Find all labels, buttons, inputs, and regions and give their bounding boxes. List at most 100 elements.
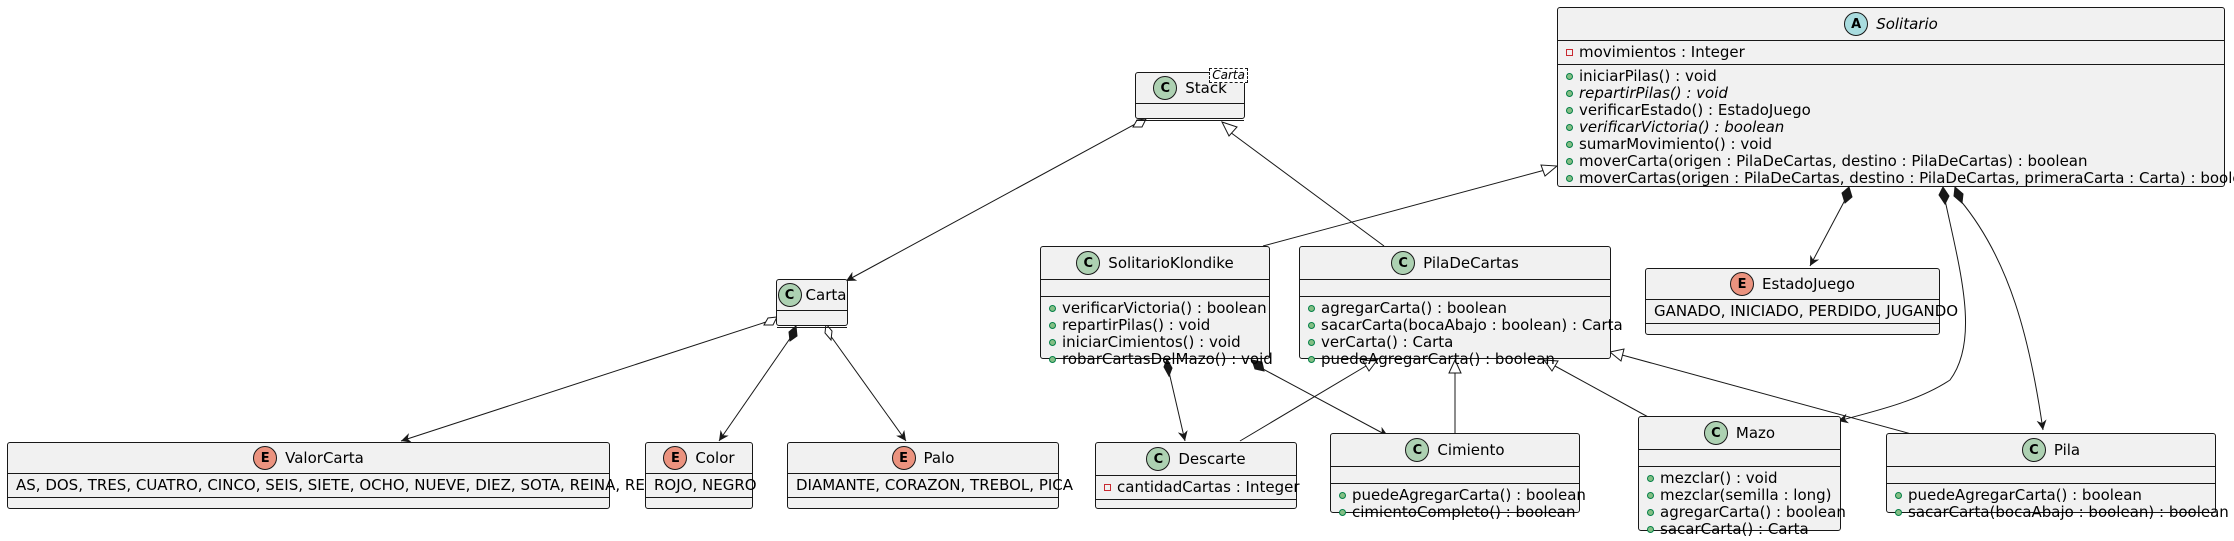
public-icon — [1895, 492, 1902, 499]
method-row: verCarta() : Carta — [1300, 334, 1610, 351]
class-descarte[interactable]: C Descarte cantidadCartas : Integer — [1095, 442, 1300, 509]
method-row: sacarCarta(bocaAbajo : boolean) : Carta — [1300, 317, 1623, 334]
method-row: mezclar() : void — [1639, 470, 1840, 487]
class-pila[interactable]: C Pila puedeAgregarCarta() : boolean sac… — [1886, 433, 2229, 521]
method-row: puedeAgregarCarta() : boolean — [1887, 487, 2215, 504]
edge-carta-palo — [824, 322, 907, 442]
edge-cimiento-piladecartas — [1448, 358, 1462, 433]
public-icon — [1049, 356, 1056, 363]
class-badge-icon: C — [1405, 438, 1430, 462]
public-icon — [1566, 90, 1573, 97]
method-row: agregarCarta() : boolean — [1639, 504, 1846, 521]
edge-klondike-descarte — [1163, 357, 1188, 442]
method-row: repartirPilas() : void — [1558, 85, 2224, 102]
public-icon — [1049, 322, 1056, 329]
method-row: mezclar(semilla : long) — [1639, 487, 1840, 504]
public-icon — [1308, 305, 1315, 312]
edge-klondike-cimiento — [1251, 359, 1389, 437]
public-icon — [1049, 305, 1056, 312]
field-row: movimientos : Integer — [1558, 44, 2224, 61]
class-cimiento[interactable]: C Cimiento puedeAgregarCarta() : boolean… — [1330, 433, 1586, 521]
class-badge-icon: C — [1703, 421, 1728, 445]
public-icon — [1308, 322, 1315, 329]
class-solitario[interactable]: A Solitario movimientos : Integer inicia… — [1557, 7, 2234, 187]
field-row: cantidadCartas : Integer — [1096, 479, 1300, 496]
method-row: puedeAgregarCarta() : boolean — [1331, 487, 1586, 504]
class-stack[interactable]: C Stack Carta — [1135, 68, 1248, 121]
edge-carta-valorcarta — [400, 316, 778, 443]
abstract-badge-icon: A — [1844, 12, 1869, 36]
enum-name: Color — [695, 449, 735, 467]
class-name: PilaDeCartas — [1423, 254, 1519, 272]
public-icon — [1647, 526, 1654, 533]
enum-estado-juego[interactable]: E EstadoJuego GANADO, INICIADO, PERDIDO,… — [1645, 268, 1959, 335]
class-badge-icon: C — [1146, 447, 1171, 471]
method-row: verificarEstado() : EstadoJuego — [1558, 102, 2224, 119]
type-parameter: Carta — [1209, 68, 1248, 83]
class-name: Pila — [2053, 441, 2081, 459]
method-row: iniciarPilas() : void — [1558, 68, 2224, 85]
class-solitario-klondike[interactable]: C SolitarioKlondike verificarVictoria() … — [1040, 246, 1273, 368]
public-icon — [1647, 509, 1654, 516]
edge-pila-piladecartas — [1608, 348, 1916, 436]
enum-color[interactable]: E Color ROJO, NEGRO — [645, 442, 757, 509]
class-name: SolitarioKlondike — [1108, 254, 1234, 272]
enum-values: ROJO, NEGRO — [654, 476, 757, 494]
class-name: Carta — [805, 286, 847, 304]
enum-badge-icon: E — [253, 446, 278, 470]
method-row: agregarCarta() : boolean — [1300, 300, 1610, 317]
method-row: puedeAgregarCarta() : boolean — [1300, 351, 1610, 368]
method-row: robarCartasDelMazo() : void — [1041, 351, 1273, 368]
public-icon — [1566, 124, 1573, 131]
public-icon — [1566, 158, 1573, 165]
method-row: iniciarCimientos() : void — [1041, 334, 1269, 351]
enum-palo[interactable]: E Palo DIAMANTE, CORAZON, TREBOL, PICA — [787, 442, 1074, 509]
edge-klondike-solitario — [1262, 164, 1559, 247]
enum-badge-icon: E — [1730, 272, 1755, 296]
class-badge-icon: C — [777, 283, 802, 307]
enum-name: Palo — [923, 449, 955, 467]
public-icon — [1647, 475, 1654, 482]
edge-solitario-pila — [1953, 185, 2047, 431]
public-icon — [1308, 339, 1315, 346]
method-row: repartirPilas() : void — [1041, 317, 1269, 334]
method-row: sumarMovimiento() : void — [1558, 136, 2224, 153]
enum-values: DIAMANTE, CORAZON, TREBOL, PICA — [796, 476, 1074, 494]
enum-name: EstadoJuego — [1762, 275, 1855, 293]
public-icon — [1566, 107, 1573, 114]
class-badge-icon: C — [1153, 76, 1178, 100]
private-icon — [1566, 49, 1573, 56]
class-name: Cimiento — [1437, 441, 1505, 459]
enum-valor-carta[interactable]: E ValorCarta AS, DOS, TRES, CUATRO, CINC… — [7, 442, 654, 509]
class-name: Solitario — [1876, 15, 1938, 33]
public-icon — [1895, 509, 1902, 516]
public-icon — [1647, 492, 1654, 499]
class-name: Stack — [1185, 79, 1227, 97]
enum-badge-icon: E — [891, 446, 916, 470]
public-icon — [1566, 141, 1573, 148]
enum-values: AS, DOS, TRES, CUATRO, CINCO, SEIS, SIET… — [16, 476, 654, 494]
class-pila-de-cartas[interactable]: C PilaDeCartas agregarCarta() : boolean … — [1299, 246, 1623, 368]
public-icon — [1566, 175, 1573, 182]
method-row: verificarVictoria() : boolean — [1558, 119, 2224, 136]
public-icon — [1339, 509, 1346, 516]
class-mazo[interactable]: C Mazo mezclar() : void mezclar(semilla … — [1638, 416, 1846, 538]
class-name: Descarte — [1178, 450, 1246, 468]
method-row: moverCartas(origen : PilaDeCartas, desti… — [1558, 170, 2234, 187]
enum-values: GANADO, INICIADO, PERDIDO, JUGANDO — [1654, 302, 1959, 320]
class-carta[interactable]: C Carta — [776, 279, 848, 328]
method-row: verificarVictoria() : boolean — [1041, 300, 1269, 317]
enum-name: ValorCarta — [285, 449, 364, 467]
class-name: Mazo — [1735, 424, 1776, 442]
method-row: sacarCarta(bocaAbajo : boolean) : boolea… — [1887, 504, 2229, 521]
public-icon — [1566, 73, 1573, 80]
edge-solitario-mazo — [1837, 186, 1967, 424]
class-badge-icon: C — [2021, 438, 2046, 462]
private-icon — [1104, 484, 1111, 491]
edge-carta-color — [718, 324, 798, 442]
method-row: sacarCarta() : Carta — [1639, 521, 1840, 538]
edge-stack-carta — [845, 118, 1147, 282]
public-icon — [1308, 356, 1315, 363]
method-row: cimientoCompleto() : boolean — [1331, 504, 1579, 521]
